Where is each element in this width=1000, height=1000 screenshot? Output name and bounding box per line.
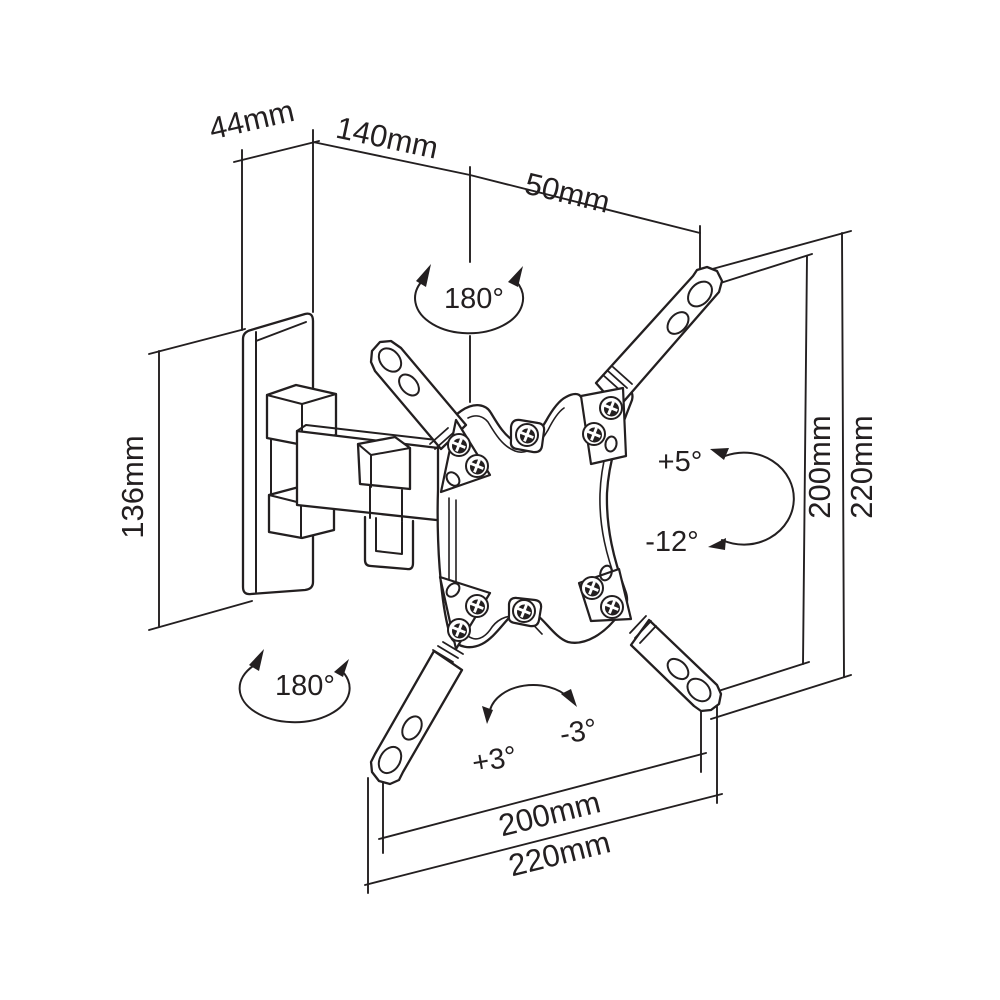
screw <box>447 618 471 642</box>
arm-clamp <box>356 435 412 491</box>
ext-line-right-bottom-inner <box>711 661 810 694</box>
angle-labels: 180° 180° +5° -12° +3° -3° <box>275 283 702 780</box>
angle-label-swivel-top: 180° <box>444 283 504 315</box>
screw <box>582 422 606 446</box>
ext-line-right-top-outer <box>704 230 852 272</box>
arm-clamp-edges <box>357 443 411 488</box>
wall-plate-top-edge <box>255 321 307 342</box>
pad-hole-upper-left <box>445 471 461 487</box>
fold-lines-lower-right <box>629 615 657 644</box>
ext-line-right-bottom-outer <box>710 674 852 720</box>
strap-upper-left <box>369 339 468 451</box>
angle-label-tilt-up: +5° <box>658 446 703 478</box>
screws <box>447 396 624 642</box>
strap-lower-right <box>629 618 723 713</box>
pad-hole-lower-right <box>599 564 613 582</box>
cable-hook-inner <box>375 517 403 555</box>
arrow-swivel-bottom-right <box>334 659 349 677</box>
ext-line-136mm-top <box>148 328 246 355</box>
swivel-arc-bottom <box>238 665 351 724</box>
dim-label-50mm: 50mm <box>521 166 613 220</box>
pad-hole-lower-left <box>445 582 461 598</box>
slot-lower-right-2 <box>666 657 690 681</box>
slot-upper-right-1 <box>687 280 713 308</box>
ext-line-136mm-bottom <box>148 600 253 631</box>
arrow-swivel-bottom-left <box>249 649 264 671</box>
screw <box>515 423 539 447</box>
arrow-level-left <box>482 706 493 724</box>
dimension-lines <box>148 129 852 894</box>
arrowheads <box>249 264 729 724</box>
slot-upper-right-2 <box>666 311 690 335</box>
slot-upper-left-1 <box>377 347 403 373</box>
angle-label-level-minus: -3° <box>557 713 599 751</box>
screw <box>599 396 623 420</box>
dim-line-right-220mm <box>841 232 845 678</box>
angle-label-swivel-bottom: 180° <box>275 670 335 702</box>
screw <box>580 576 604 600</box>
arrow-tilt-down <box>708 538 726 550</box>
tilt-arc-right <box>721 451 795 546</box>
angle-label-tilt-down: -12° <box>645 526 699 558</box>
screw <box>465 454 489 478</box>
bracket-straps <box>369 265 724 786</box>
slot-lower-right-1 <box>686 677 712 703</box>
dim-label-right-200mm: 200mm <box>802 415 837 518</box>
level-arc-bottom <box>489 684 570 711</box>
dim-label-44mm: 44mm <box>206 93 298 146</box>
dim-line-bottom-220mm <box>364 793 723 886</box>
arrow-tilt-up <box>710 448 729 460</box>
dim-label-136mm: 136mm <box>115 435 150 538</box>
ext-line-right-top-inner <box>710 253 813 287</box>
vesa-plate-rim-top <box>467 407 565 453</box>
articulating-arm <box>295 424 464 571</box>
dim-label-right-220mm: 220mm <box>844 415 879 518</box>
screw <box>465 594 489 618</box>
vesa-pivot-lines <box>448 497 457 583</box>
fold-lines-lower-left <box>432 641 464 663</box>
pad-hole-upper-right <box>604 435 618 453</box>
fold-lines-upper-left <box>429 427 454 450</box>
dim-line-bottom-200mm <box>378 752 707 840</box>
slot-lower-left-1 <box>377 745 403 775</box>
arrow-swivel-top-right <box>508 266 523 287</box>
angle-label-level-plus: +3° <box>470 741 520 780</box>
dim-line-right-200mm <box>802 255 808 665</box>
swivel-arc-top <box>414 278 525 335</box>
dim-line-44mm <box>233 140 320 163</box>
screw <box>447 433 471 457</box>
dim-line-140-50mm <box>312 141 701 234</box>
annotation-arcs <box>238 278 795 724</box>
slot-upper-left-2 <box>398 373 420 397</box>
cable-hook-stems <box>369 485 403 522</box>
screw <box>512 599 536 623</box>
strap-upper-right <box>594 265 724 410</box>
arrow-level-right <box>561 689 577 707</box>
slot-lower-left-2 <box>401 715 423 741</box>
cable-hook-outer <box>363 515 415 571</box>
screw <box>600 595 624 619</box>
arrow-swivel-top-left <box>416 264 431 287</box>
